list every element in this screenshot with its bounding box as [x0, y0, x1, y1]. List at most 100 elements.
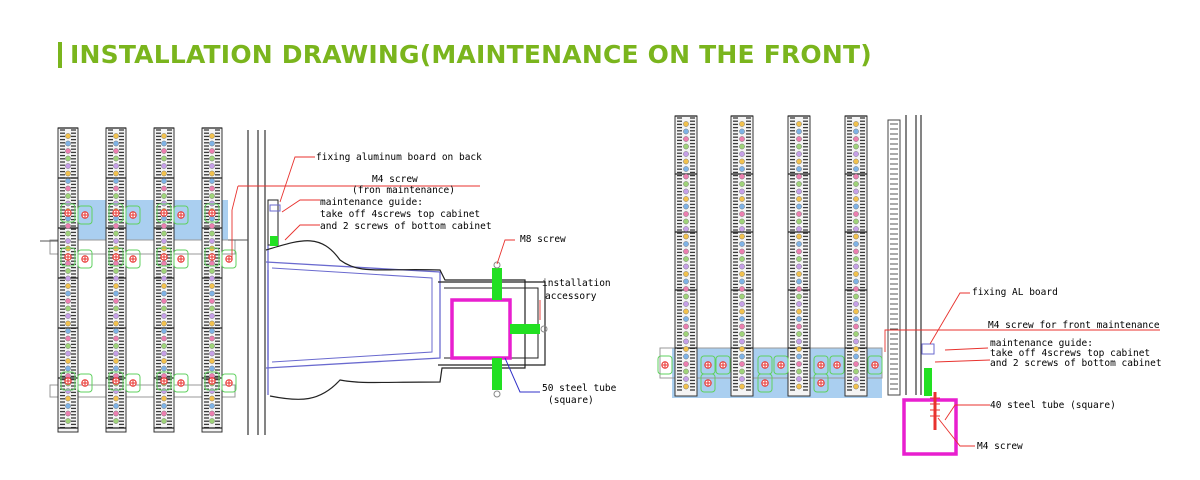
green-clip: [204, 203, 220, 223]
led-dot: [65, 178, 71, 184]
right-fixing-parts: [921, 343, 935, 396]
led-dot: [796, 226, 802, 232]
led-dot: [796, 173, 802, 180]
label-fixing-aluminum-board: fixing aluminum board on back: [316, 152, 482, 163]
led-dot: [113, 223, 119, 229]
led-dot: [65, 335, 71, 342]
led-dot: [113, 290, 119, 297]
led-dot: [161, 313, 167, 319]
led-dot: [796, 301, 802, 307]
green-clip: [108, 203, 124, 223]
led-dot: [683, 316, 689, 322]
led-dot: [853, 286, 859, 292]
led-dot: [65, 223, 71, 229]
led-dot: [65, 170, 71, 177]
led-dot: [796, 136, 802, 142]
tube-clamp: [438, 281, 546, 366]
green-clip: [60, 247, 76, 267]
label-m4-screw-front: M4 screw for front maintenance: [988, 320, 1160, 331]
led-dot: [853, 121, 859, 127]
led-dot: [796, 323, 802, 330]
led-dot: [161, 275, 167, 282]
led-dot: [683, 338, 689, 345]
led-dot: [209, 395, 215, 402]
led-dot: [739, 338, 745, 345]
green-clip: [156, 203, 172, 223]
label-m4-screw: M4 screw: [372, 174, 418, 185]
led-dot: [796, 331, 802, 337]
led-dot: [853, 136, 859, 142]
green-clip: [60, 203, 76, 223]
green-clip: [125, 249, 141, 269]
title-block: INSTALLATION DRAWING(MAINTENANCE ON THE …: [58, 40, 872, 69]
left-leaders: [231, 156, 541, 320]
led-dot: [739, 308, 745, 315]
led-dot: [739, 271, 745, 277]
led-dot: [113, 395, 119, 402]
led-dot: [796, 121, 802, 127]
led-dot: [65, 358, 71, 364]
steel-tube-50: [450, 298, 512, 360]
led-dot: [796, 286, 802, 292]
label-right-guide-line2: and 2 screws of bottom cabinet: [990, 358, 1162, 369]
led-dot: [796, 241, 802, 247]
led-dot: [209, 133, 215, 139]
led-dot: [209, 238, 215, 244]
led-dot: [739, 188, 745, 195]
led-dot: [65, 410, 71, 417]
led-dot: [161, 223, 167, 229]
led-dot: [161, 185, 167, 192]
led-dot: [739, 278, 745, 285]
led-dot: [209, 178, 215, 184]
green-clip: [108, 371, 124, 391]
led-dot: [796, 233, 802, 240]
led-dot: [853, 203, 859, 210]
m8-bolts: [492, 261, 548, 398]
led-dot: [853, 173, 859, 180]
accessory-casting: [265, 240, 526, 401]
led-dot: [161, 328, 167, 334]
led-dot: [65, 140, 71, 147]
led-dot: [65, 163, 71, 169]
led-dot: [209, 155, 215, 162]
led-dot: [161, 170, 167, 177]
led-dot: [683, 136, 689, 142]
led-dot: [113, 230, 119, 237]
led-dot: [161, 350, 167, 357]
led-dot: [853, 323, 859, 330]
led-dot: [65, 395, 71, 402]
led-dot: [853, 188, 859, 195]
label-right-maintenance-guide: maintenance guide:: [990, 338, 1093, 349]
led-dot: [739, 196, 745, 202]
led-dot: [853, 218, 859, 225]
led-dot: [65, 305, 71, 312]
led-dot: [209, 343, 215, 349]
led-dot: [796, 338, 802, 345]
led-dot: [209, 388, 215, 394]
led-dot: [683, 248, 689, 255]
led-dot: [113, 313, 119, 319]
label-guide-line2: and 2 screws of bottom cabinet: [320, 221, 492, 232]
led-dot: [739, 248, 745, 255]
led-dot: [796, 368, 802, 375]
led-dot: [853, 196, 859, 202]
green-clip: [700, 373, 716, 393]
green-clip: [77, 205, 93, 225]
fixing-board-parts: [267, 199, 281, 246]
led-dot: [739, 361, 745, 367]
led-dot: [739, 151, 745, 157]
led-dot: [739, 203, 745, 210]
led-dot: [161, 133, 167, 139]
led-dot: [683, 263, 689, 270]
led-dot: [683, 286, 689, 292]
label-fixing-al-board: fixing AL board: [972, 287, 1058, 298]
led-dot: [161, 298, 167, 304]
label-steel-tube-50-sub: (square): [548, 395, 594, 406]
led-dot: [209, 193, 215, 199]
led-dot: [161, 140, 167, 147]
led-dot: [683, 121, 689, 127]
right-module-columns: [674, 115, 868, 397]
led-module-column: [674, 115, 698, 397]
green-clip: [773, 355, 789, 375]
led-dot: [209, 403, 215, 409]
